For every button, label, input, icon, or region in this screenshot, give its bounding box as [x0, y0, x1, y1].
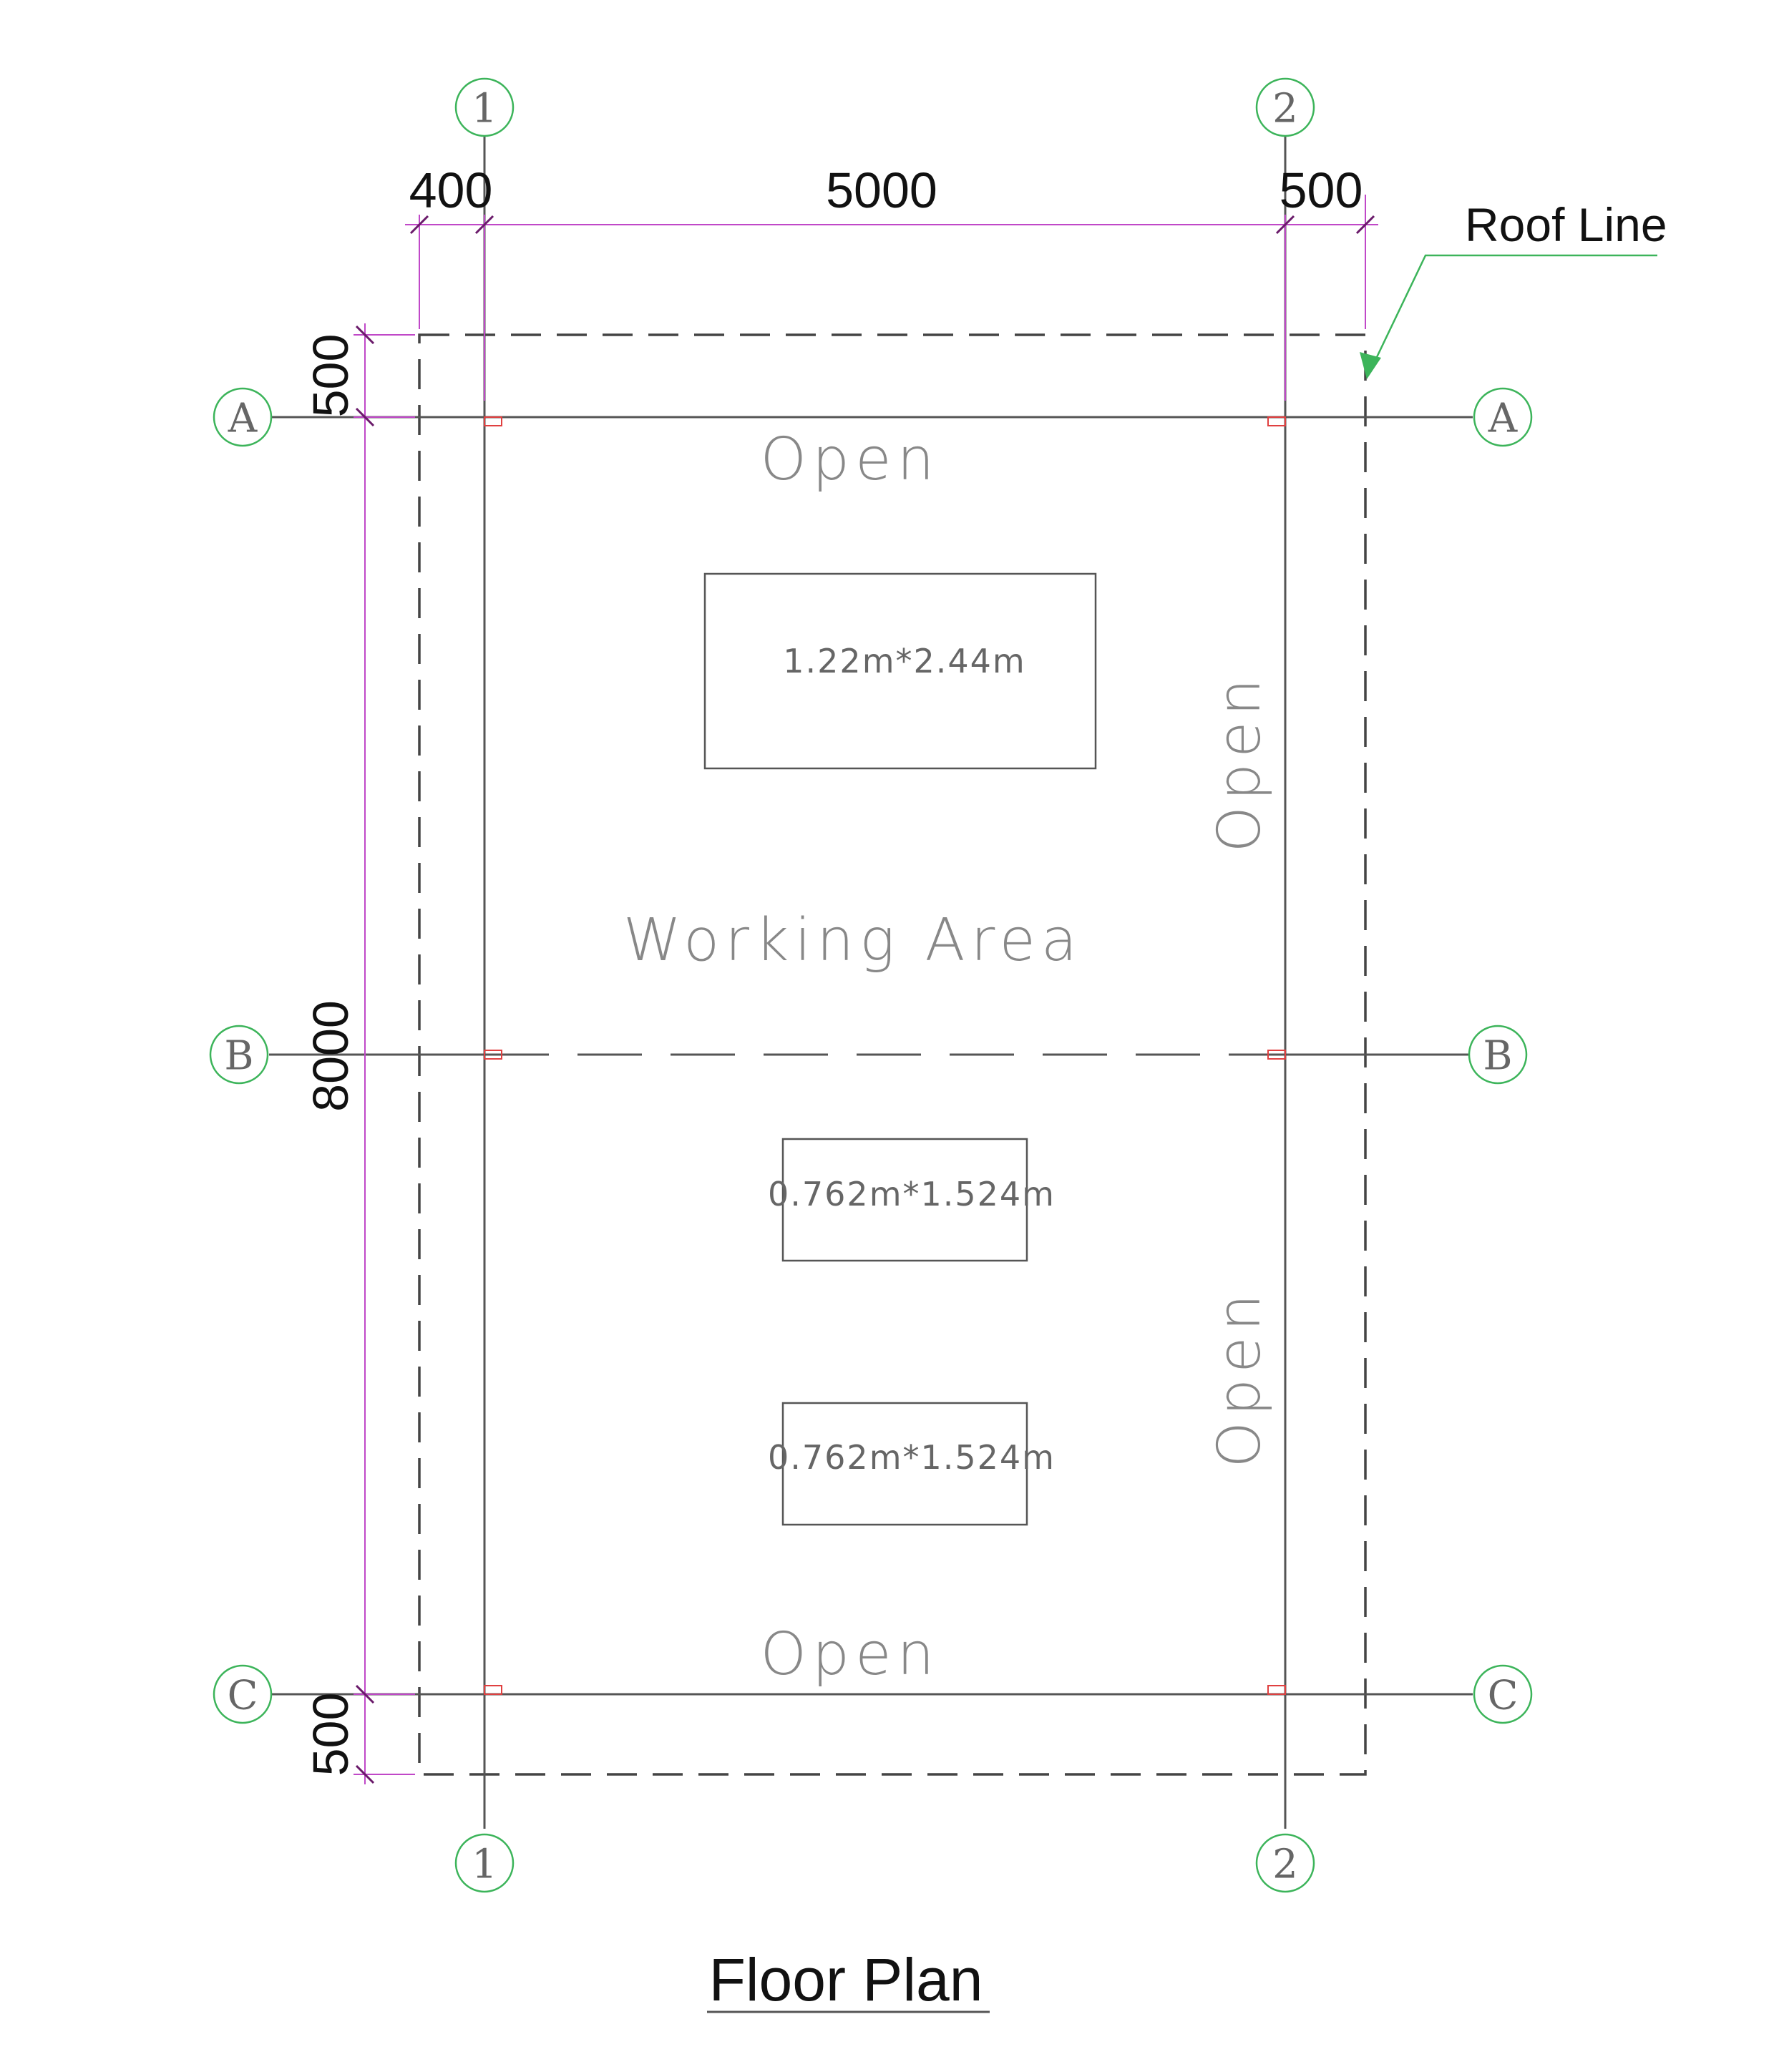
- grid-bubble-1-top: 1: [454, 77, 515, 137]
- grid-bubble-a-left: A: [213, 387, 273, 447]
- dim-left-500-top: 500: [303, 334, 359, 418]
- svg-text:B: B: [224, 1033, 253, 1080]
- dim-top-400: 400: [409, 162, 493, 218]
- grid-bubble-c-right: C: [1473, 1664, 1533, 1724]
- dim-top-tick-1: [409, 215, 429, 235]
- label-open-right-lower: Open: [1206, 1288, 1274, 1467]
- grid-bubble-a-right: A: [1473, 387, 1533, 447]
- svg-text:1.22m*2.44m: 1.22m*2.44m: [783, 642, 1025, 680]
- table-small-1: 0.762m*1.524m: [768, 1138, 1056, 1262]
- svg-text:A: A: [1488, 396, 1518, 442]
- dim-top-tick-4: [1355, 215, 1375, 235]
- dim-top-5000: 5000: [826, 162, 937, 218]
- svg-text:A: A: [228, 396, 258, 442]
- roof-line-label: Roof Line: [1465, 198, 1667, 251]
- svg-text:1: 1: [472, 1842, 497, 1888]
- svg-text:C: C: [1488, 1673, 1519, 1719]
- grid-bubble-2-bottom: 2: [1255, 1833, 1315, 1893]
- dim-top-tick-2: [474, 215, 494, 235]
- dim-left-tick-3: [355, 1684, 375, 1704]
- column-marker-c2: [1267, 1685, 1286, 1695]
- dim-top-500: 500: [1280, 162, 1363, 218]
- column-marker-c1: [484, 1685, 502, 1695]
- grid-bubble-b-right: B: [1468, 1025, 1528, 1085]
- dim-left-tick-2: [355, 407, 375, 427]
- dim-left-500-bottom: 500: [303, 1693, 359, 1777]
- svg-text:0.762m*1.524m: 0.762m*1.524m: [768, 1175, 1056, 1213]
- dim-left-tick-4: [355, 1764, 375, 1784]
- dim-left-8000: 8000: [303, 1000, 359, 1112]
- label-open-right-upper: Open: [1206, 673, 1274, 852]
- column-marker-b2: [1267, 1050, 1286, 1060]
- column-marker-b1: [484, 1050, 502, 1060]
- label-open-top: Open: [760, 426, 940, 494]
- svg-text:1: 1: [472, 86, 497, 132]
- label-open-bottom: Open: [760, 1621, 940, 1689]
- column-marker-a2: [1267, 416, 1286, 426]
- roof-line-leader: [1368, 254, 1657, 373]
- table-small-2: 0.762m*1.524m: [768, 1402, 1056, 1526]
- label-working-area: Working Area: [623, 906, 1083, 974]
- grid-bubble-2-top: 2: [1255, 77, 1315, 137]
- dim-left-tick-1: [355, 325, 375, 345]
- svg-text:2: 2: [1272, 1842, 1298, 1888]
- grid-bubble-1-bottom: 1: [454, 1833, 515, 1893]
- page-title: Floor Plan: [709, 1946, 983, 2013]
- dim-top-tick-3: [1275, 215, 1295, 235]
- roof-line-arrowhead: [1360, 352, 1381, 379]
- svg-text:B: B: [1483, 1033, 1512, 1080]
- grid-bubble-c-left: C: [213, 1664, 273, 1724]
- svg-text:0.762m*1.524m: 0.762m*1.524m: [768, 1438, 1056, 1477]
- svg-text:2: 2: [1272, 86, 1298, 132]
- column-marker-a1: [484, 416, 502, 426]
- grid-bubble-b-left: B: [209, 1025, 269, 1085]
- svg-text:C: C: [228, 1673, 258, 1719]
- table-large: 1.22m*2.44m: [703, 572, 1097, 770]
